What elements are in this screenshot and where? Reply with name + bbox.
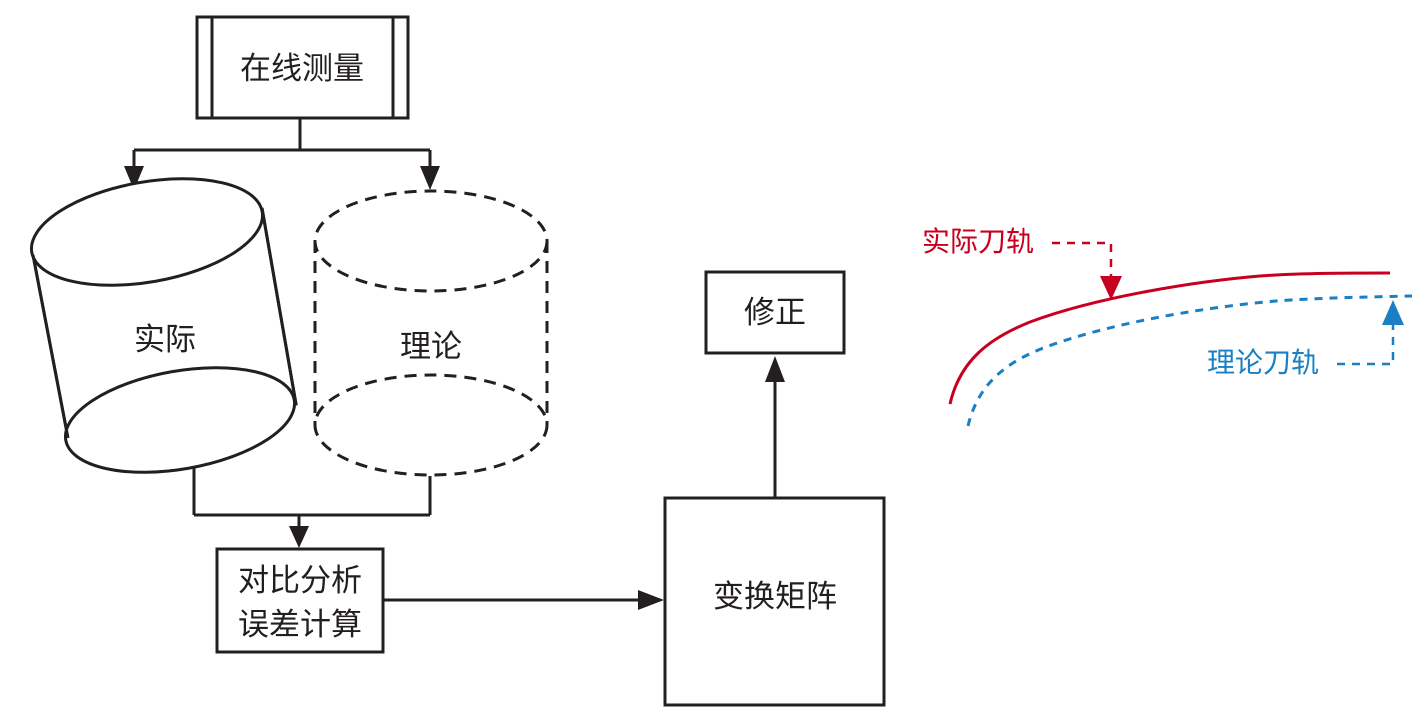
online-measurement-label: 在线测量 bbox=[240, 51, 364, 87]
arrow-to-compare bbox=[289, 526, 309, 548]
arrow-to-correction bbox=[765, 356, 785, 382]
correction-label: 修正 bbox=[744, 295, 806, 331]
transform-matrix-node: 变换矩阵 bbox=[663, 496, 886, 707]
theoretical-toolpath-leader bbox=[1337, 325, 1395, 366]
online-measurement-node: 在线测量 bbox=[195, 15, 410, 120]
actual-cylinder-node: 实际 bbox=[29, 177, 298, 474]
compare-label-line2: 误差计算 bbox=[238, 607, 362, 643]
toolpath-illustration: 实际刀轨 理论刀轨 bbox=[922, 225, 1413, 427]
compare-to-matrix-connector bbox=[383, 590, 664, 610]
compare-analysis-node: 对比分析 误差计算 bbox=[215, 547, 385, 654]
actual-toolpath-curve bbox=[948, 271, 1391, 405]
actual-toolpath-label: 实际刀轨 bbox=[922, 225, 1034, 258]
theoretical-toolpath-arrowhead bbox=[1382, 300, 1404, 325]
arrow-to-matrix bbox=[638, 590, 664, 610]
theoretical-toolpath-curve bbox=[966, 294, 1413, 427]
theoretical-toolpath-label: 理论刀轨 bbox=[1207, 346, 1319, 379]
actual-label: 实际 bbox=[134, 322, 196, 358]
arrow-to-theoretical bbox=[420, 166, 440, 190]
arrow-to-actual bbox=[124, 166, 144, 190]
split-connector bbox=[124, 118, 440, 190]
actual-toolpath-leader bbox=[1052, 241, 1113, 276]
compare-label-line1: 对比分析 bbox=[238, 563, 362, 599]
theoretical-cylinder-node: 理论 bbox=[313, 189, 549, 477]
merge-connector bbox=[192, 466, 432, 548]
matrix-to-correction-connector bbox=[765, 356, 785, 498]
actual-toolpath-arrowhead bbox=[1100, 276, 1122, 300]
correction-node: 修正 bbox=[704, 270, 846, 355]
transform-matrix-label: 变换矩阵 bbox=[713, 579, 837, 615]
theoretical-label: 理论 bbox=[400, 329, 462, 365]
